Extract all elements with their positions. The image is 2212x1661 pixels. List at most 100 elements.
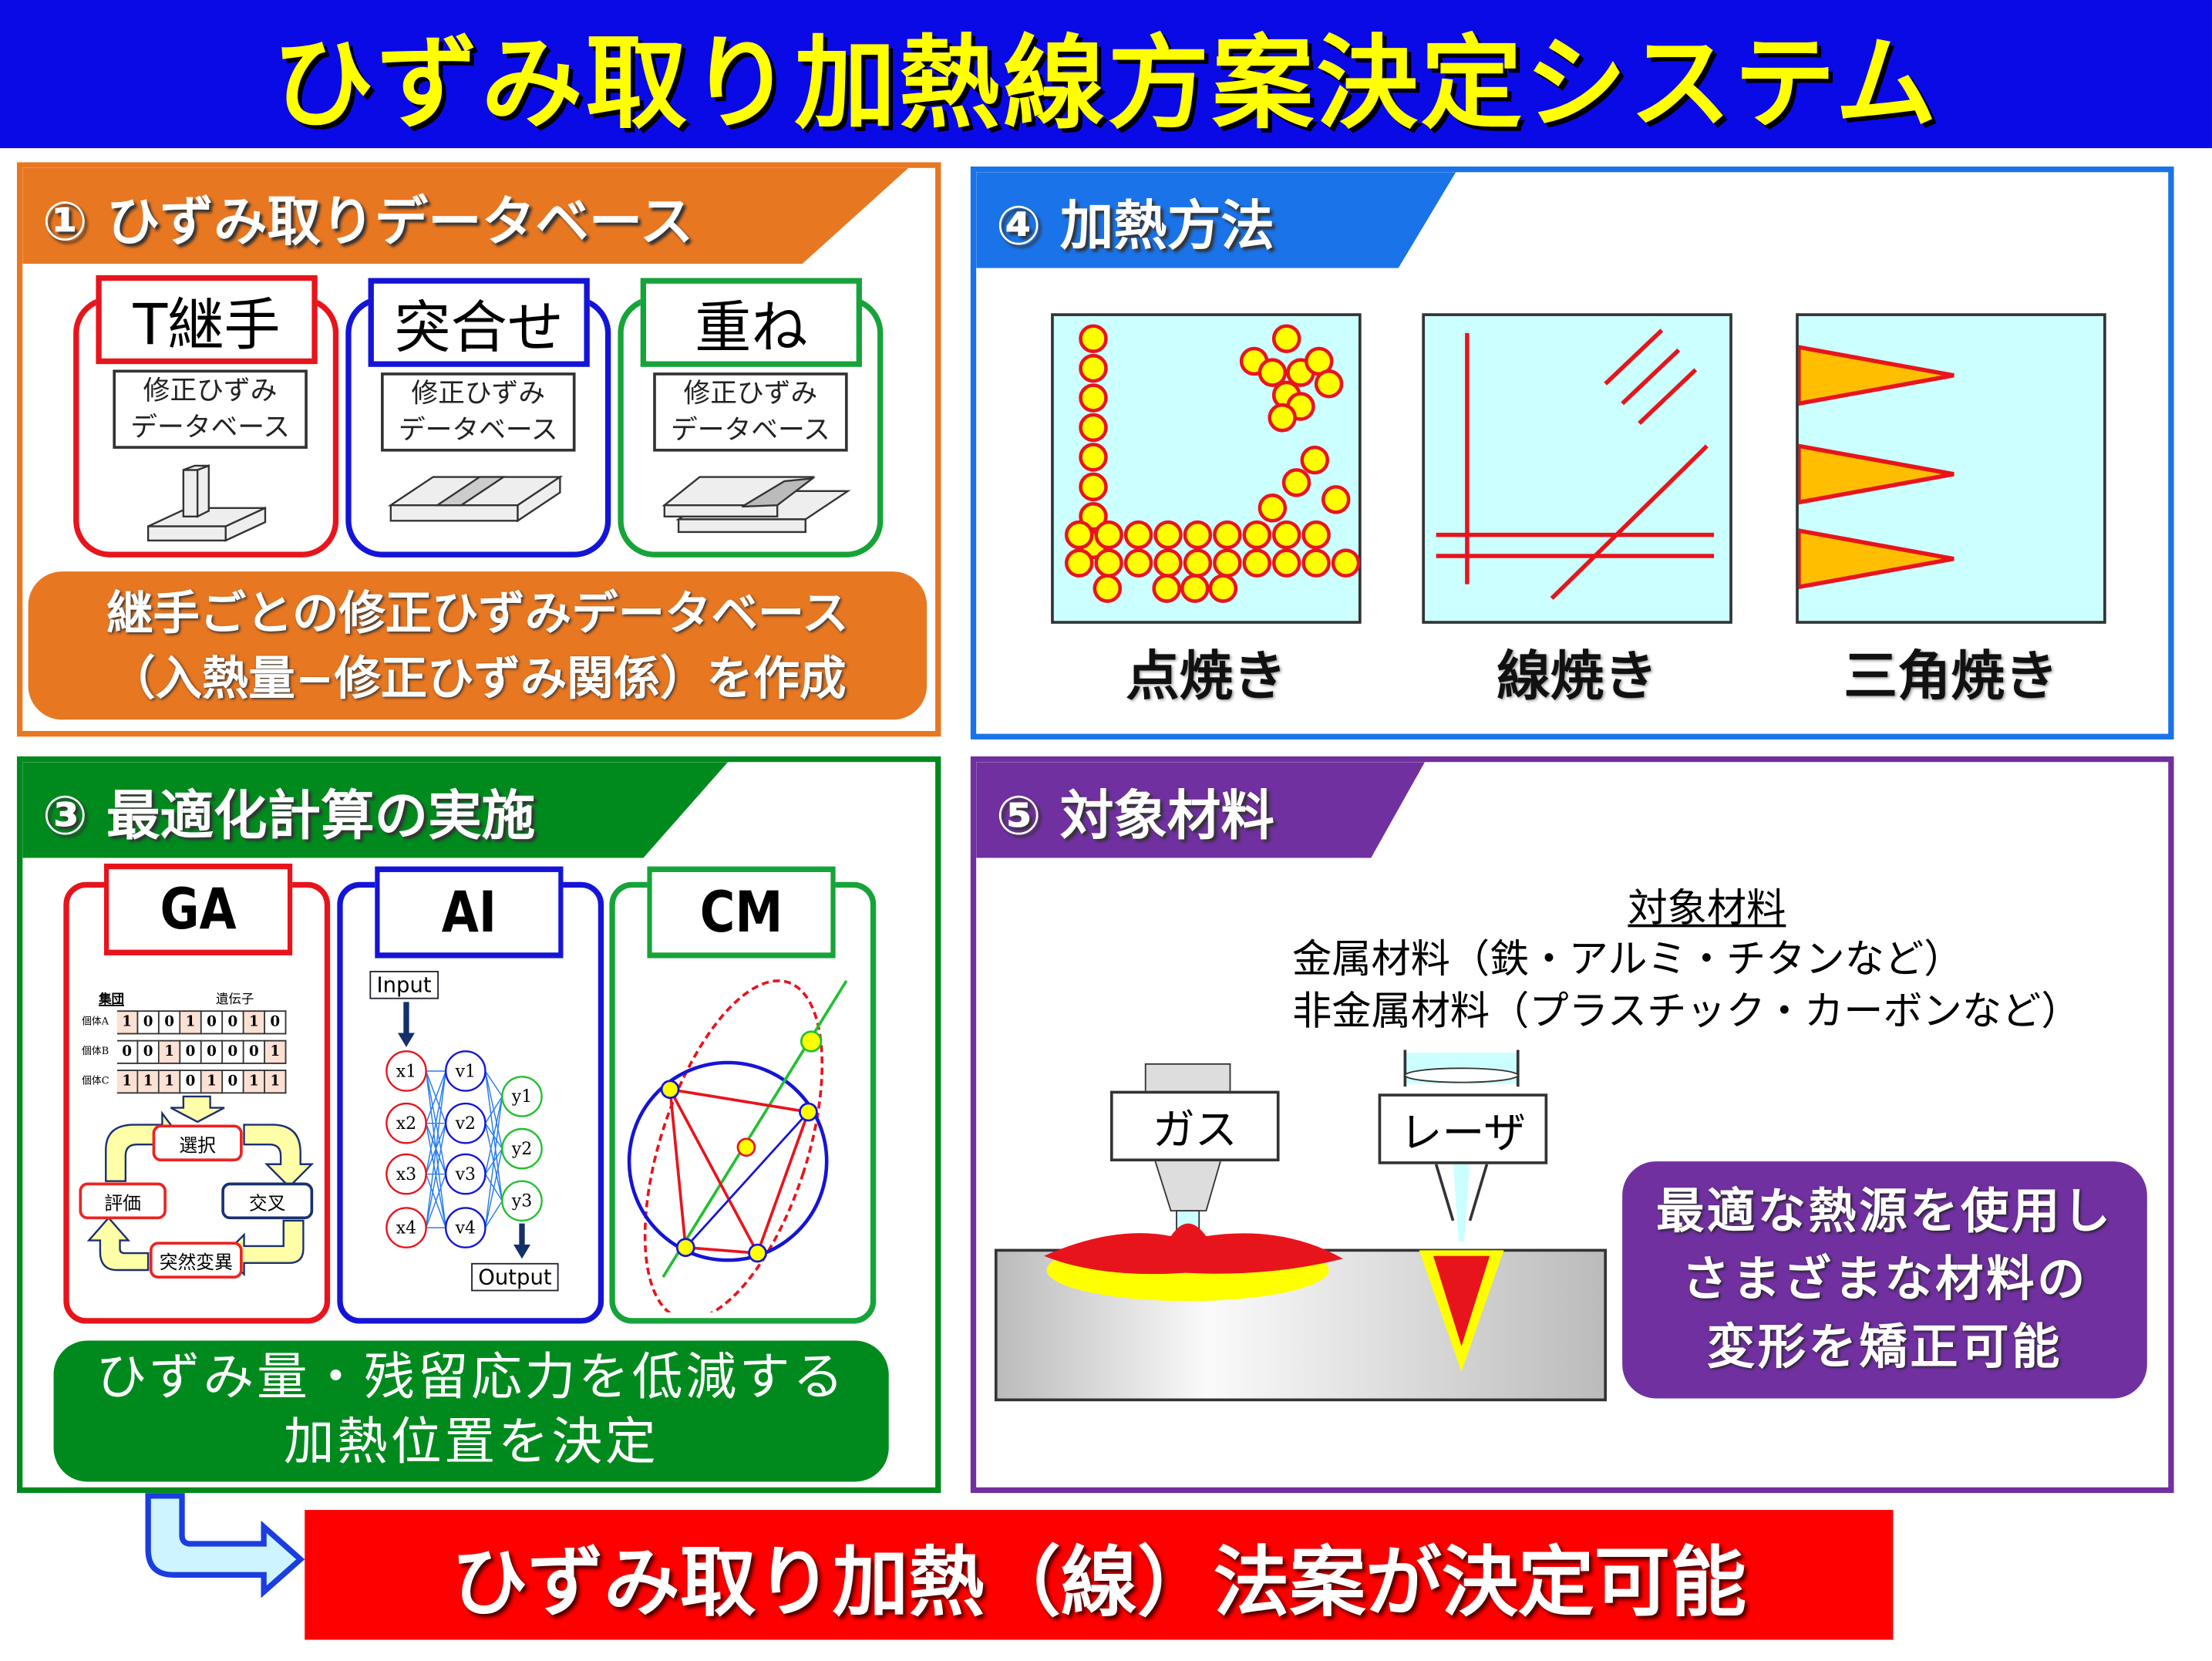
heating-spot	[1079, 472, 1108, 502]
ga-gene-cell: 1	[264, 1069, 287, 1093]
nn-node	[444, 1207, 487, 1248]
lap-joint-icon	[662, 476, 851, 534]
sub-line: 修正ひずみ	[683, 378, 818, 409]
heating-spot	[1258, 358, 1288, 387]
heating-spot	[1079, 383, 1108, 413]
heating-spot	[1258, 494, 1288, 523]
ga-step-mutation: 突然変異	[149, 1242, 243, 1279]
ga-gene-cell: 0	[116, 1039, 139, 1063]
line-heating-diagram	[1422, 313, 1732, 624]
ga-step-crossover: 交叉	[221, 1182, 314, 1220]
panel-heating-method-header: ④ 加熱方法	[976, 172, 1456, 268]
ga-gene-cell: 0	[201, 1039, 224, 1063]
nn-node-label: x3	[396, 1165, 416, 1184]
nn-node-label: v4	[455, 1218, 476, 1238]
ga-group-label: 集団	[99, 993, 125, 1008]
ga-gene-cell: 0	[244, 1039, 265, 1063]
ga-gene-cell: 0	[180, 1039, 202, 1063]
nn-node-label: x1	[396, 1062, 416, 1081]
nn-node-label: y1	[511, 1087, 532, 1107]
method-label-line: 線焼き	[1497, 645, 1658, 707]
input-arrow-head	[397, 1033, 415, 1047]
card-lap-joint-sub: 修正ひずみデータベース	[653, 372, 848, 452]
nn-edge	[425, 1123, 446, 1228]
ga-gene-cell: 1	[159, 1069, 181, 1093]
ga-gene-cell: 0	[180, 1069, 202, 1093]
nn-node	[386, 1102, 427, 1144]
ga-gene-cell: 1	[116, 1009, 139, 1034]
nn-edge	[484, 1096, 503, 1124]
ga-gene-cell: 1	[244, 1069, 265, 1093]
nn-node-label: v3	[455, 1165, 476, 1184]
summary-line: 変形を矯正可能	[1706, 1319, 2063, 1376]
ga-gene-cell: 0	[138, 1039, 160, 1063]
heating-spot	[1271, 548, 1301, 578]
sub-line: 修正ひずみ	[411, 378, 546, 409]
nn-node	[386, 1207, 427, 1248]
heating-illustration	[994, 1049, 1608, 1402]
panel-target-material-header: ⑤ 対象材料	[976, 762, 1425, 858]
nn-edge	[484, 1070, 503, 1097]
t-joint-icon	[146, 464, 267, 542]
nn-node	[444, 1102, 487, 1144]
heating-spot	[1079, 353, 1108, 383]
summary-line: さまざまな材料の	[1682, 1252, 2088, 1309]
ga-gene-cell: 1	[138, 1069, 160, 1093]
card-butt-joint-title: 突合せ	[368, 278, 590, 367]
ga-gene-cell: 1	[116, 1069, 139, 1093]
ga-row-name: 個体C	[82, 1075, 109, 1087]
panel-database-title: ① ひずみ取りデータベース	[42, 190, 694, 252]
conclusion-text: ひずみ取り加熱（線）法案が決定可能	[451, 1537, 1747, 1627]
nn-node	[501, 1180, 543, 1222]
nn-node	[501, 1127, 543, 1170]
heating-spot	[1281, 468, 1311, 497]
material-summary: 最適な熱源を使用しさまざまな材料の変形を矯正可能	[1622, 1161, 2147, 1399]
heating-spot	[1153, 548, 1183, 578]
ga-gene-cell: 1	[244, 1009, 265, 1034]
ga-gene-cell: 1	[159, 1039, 181, 1063]
panel-target-material-title: ⑤ 対象材料	[995, 783, 1274, 847]
nn-node-label: y2	[511, 1140, 532, 1159]
ga-gene-cell: 1	[264, 1039, 287, 1063]
heating-spot	[1301, 520, 1331, 550]
conclusion-banner: ひずみ取り加熱（線）法案が決定可能	[305, 1510, 1894, 1640]
materials-nonmetal: 非金属材料（プラスチック・カーボンなど）	[1292, 988, 2081, 1035]
method-label-triangle: 三角焼き	[1843, 645, 2059, 707]
heating-spot	[1208, 574, 1238, 603]
nn-node	[501, 1076, 543, 1117]
card-ga-title: GA	[103, 863, 293, 955]
nn-edge	[484, 1096, 503, 1228]
butt-joint-icon	[387, 475, 564, 523]
card-t-joint-sub: 修正ひずみデータベース	[113, 369, 308, 449]
card-lap-joint-title: 重ね	[640, 278, 862, 367]
ga-gene-cell: 0	[264, 1009, 287, 1034]
ga-row-name: 個体B	[82, 1046, 109, 1057]
ga-gene-cell: 0	[159, 1009, 181, 1034]
database-summary: 継手ごとの修正ひずみデータベース（入熱量−修正ひずみ関係）を作成	[28, 571, 928, 720]
nn-node	[444, 1153, 487, 1195]
nn-edge	[484, 1200, 503, 1228]
nn-edge	[484, 1148, 503, 1228]
ga-gene-cell: 0	[223, 1039, 244, 1063]
heating-spot	[1123, 520, 1153, 550]
nn-edge	[425, 1070, 446, 1124]
panel-heating-method-title: ④ 加熱方法	[995, 194, 1274, 257]
heating-spot	[1079, 413, 1108, 443]
ga-gene-cell: 0	[223, 1009, 244, 1034]
ai-output-box: Output	[471, 1262, 559, 1292]
ga-gene-cell: 0	[223, 1069, 244, 1093]
card-ai-title: AI	[375, 866, 564, 959]
heating-spot	[1180, 574, 1210, 603]
nn-edge	[425, 1174, 446, 1228]
nn-node	[444, 1050, 487, 1092]
sub-line: データベース	[130, 412, 291, 443]
flow-arrow-icon	[145, 1493, 305, 1599]
heating-spot	[1268, 403, 1297, 433]
ga-gene-cell: 0	[201, 1009, 224, 1034]
summary-line: 最適な熱源を使用し	[1656, 1184, 2113, 1241]
heating-spot	[1094, 520, 1123, 550]
